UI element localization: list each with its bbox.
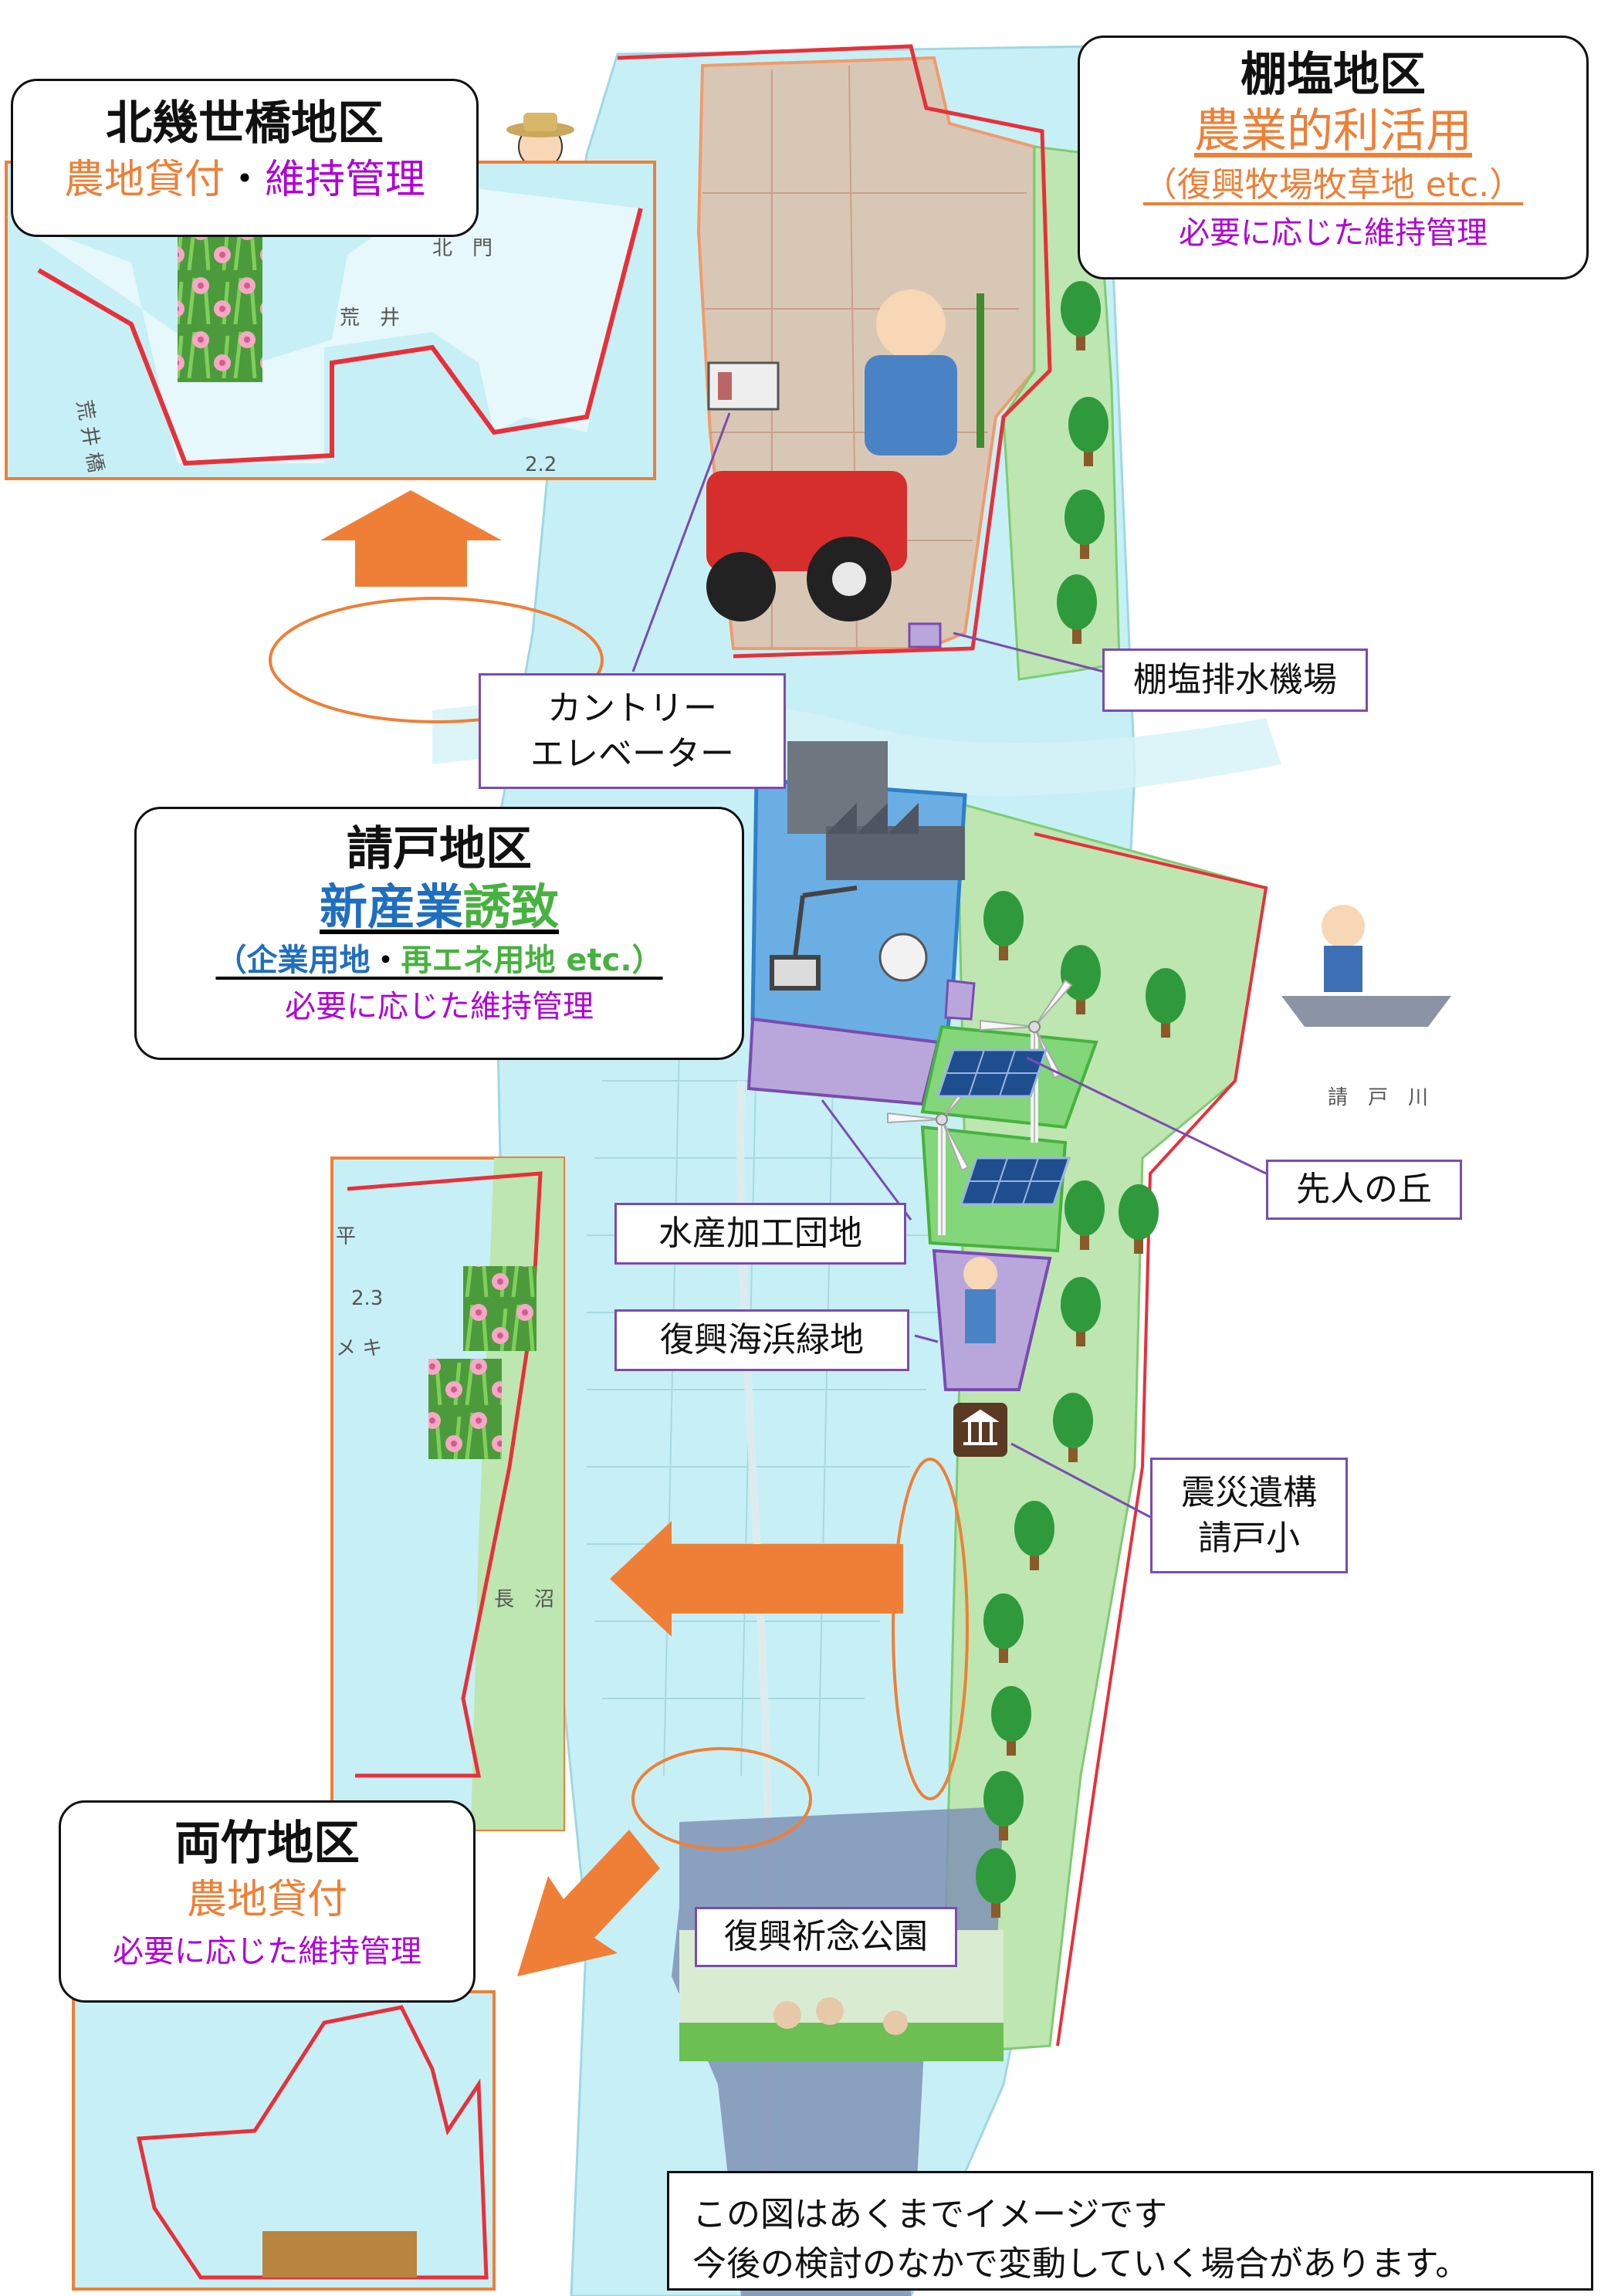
map-label-ukedo-river: 請 戸 川 xyxy=(1328,1086,1428,1109)
ukedo-sub-a: （企業用地 xyxy=(215,942,371,978)
kitaikusebashi-use-b: 維持管理 xyxy=(265,157,426,203)
senjin-hill-label: 先人の丘 xyxy=(1266,1160,1462,1220)
tanashio-maint: 必要に応じた維持管理 xyxy=(1179,215,1488,251)
morotake-title: 両竹地区 xyxy=(174,1817,360,1871)
disaster-remains-label: 震災遺構 請戸小 xyxy=(1150,1458,1348,1573)
disclaimer-line1: この図はあくまでイメージです xyxy=(692,2195,1168,2234)
senjin-hill-zone xyxy=(944,979,976,1021)
ukedo-box: 請戸地区 新産業誘致 （企業用地・再エネ用地 etc.） 必要に応じた維持管理 xyxy=(134,807,744,1060)
fisherman-boat-icon xyxy=(1281,905,1451,1027)
factory-icon xyxy=(787,741,965,880)
country-elevator-line2: エレベーター xyxy=(530,734,734,774)
tanashio-pump-zone xyxy=(908,622,942,649)
map-label-meki: メ キ xyxy=(336,1337,382,1360)
fish-processing-zone xyxy=(746,1017,940,1106)
fish-processing-label: 水産加工団地 xyxy=(614,1203,906,1265)
morotake-maint: 必要に応じた維持管理 xyxy=(113,1934,421,1970)
kitaikusebashi-use-a: 農地貸付 xyxy=(63,157,225,203)
ukedo-coast-boundary xyxy=(1034,832,1268,2047)
arrow-up-kitaikusebashi xyxy=(320,490,502,587)
arrow-left-west-strip xyxy=(610,1521,903,1637)
map-elevation-2: 2.3 xyxy=(351,1287,383,1310)
country-elevator-label: カントリー エレベーター xyxy=(479,673,786,789)
ukedo-use-a: 新産業 xyxy=(319,879,463,935)
country-elevator-line1: カントリー xyxy=(547,688,717,728)
tanashio-sub: （復興牧場牧草地 etc.） xyxy=(1142,165,1524,205)
gardener-icon xyxy=(963,1257,997,1343)
map-elevation-1: 2.2 xyxy=(525,453,557,476)
map-label-naganuma: 長 沼 xyxy=(494,1588,554,1611)
farmer-corn-icon xyxy=(865,290,984,455)
west-strip-inset-map xyxy=(330,1156,565,1831)
disclaimer-box: この図はあくまでイメージです 今後の検討のなかで変動していく場合があります。 xyxy=(667,2171,1593,2291)
map-label-kitamon: 北 門 xyxy=(432,237,492,260)
ukedo-sub-b: 再エネ用地 etc.） xyxy=(401,942,663,978)
map-label-hira: 平 xyxy=(336,1225,356,1248)
morotake-inset-map xyxy=(72,1990,496,2291)
tanashio-boundary xyxy=(617,44,1052,659)
tanashio-title: 棚塩地区 xyxy=(1241,48,1426,102)
ukedo-title: 請戸地区 xyxy=(347,822,532,876)
kitaikusebashi-title: 北幾世橋地区 xyxy=(106,97,384,151)
country-elevator-icon xyxy=(707,361,780,411)
memorial-park-label: 復興祈念公園 xyxy=(695,1907,957,1967)
kitaikusebashi-box: 北幾世橋地区 農地貸付・維持管理 xyxy=(11,79,479,237)
ukedo-maint: 必要に応じた維持管理 xyxy=(285,988,594,1024)
scientist-icon xyxy=(878,933,928,982)
seaside-park-label: 復興海浜緑地 xyxy=(614,1309,909,1371)
robot-arm-icon xyxy=(770,886,858,991)
kitaikusebashi-sep: ・ xyxy=(224,157,265,203)
ukedo-sub-sep: ・ xyxy=(370,942,401,978)
tanashio-pump-label: 棚塩排水機場 xyxy=(1102,649,1368,712)
morotake-box: 両竹地区 農地貸付 必要に応じた維持管理 xyxy=(59,1800,476,2003)
solar-panel-icon xyxy=(936,1048,1048,1098)
solar-panel-icon xyxy=(960,1156,1071,1206)
morotake-use: 農地貸付 xyxy=(186,1877,347,1923)
ukedo-use-b: 誘致 xyxy=(463,879,560,935)
tractor-icon xyxy=(706,471,907,621)
tanashio-box: 棚塩地区 農業的利活用 （復興牧場牧草地 etc.） 必要に応じた維持管理 xyxy=(1078,36,1589,279)
arrow-down-left-morotake xyxy=(517,1830,660,1976)
disclaimer-line2: 今後の検討のなかで変動していく場合があります。 xyxy=(692,2244,1470,2284)
map-label-arai: 荒 井 xyxy=(340,306,400,330)
tanashio-use: 農業的利活用 xyxy=(1194,104,1472,158)
